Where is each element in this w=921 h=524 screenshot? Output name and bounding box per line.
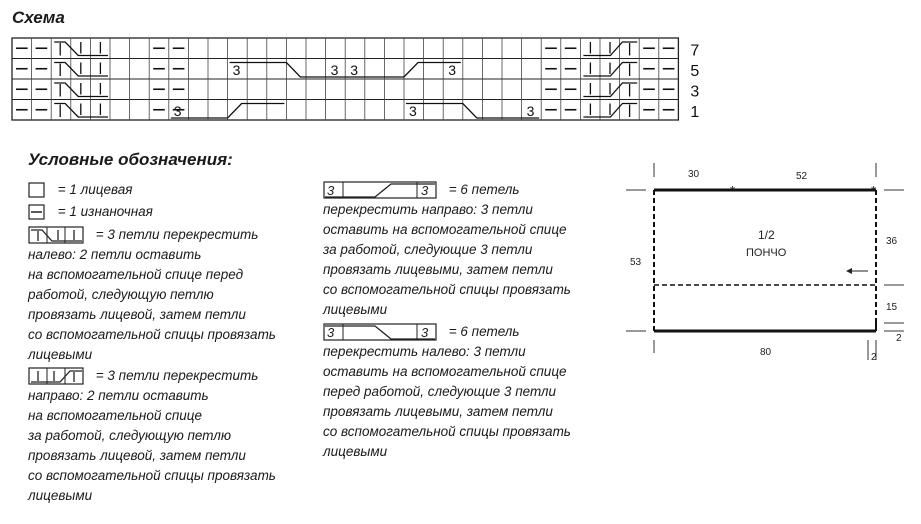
legend-text-line: провязать лицевыми, затем петли	[323, 404, 553, 419]
purl-symbol-icon	[28, 204, 45, 221]
legend-text-line: = 3 петли перекрестить	[95, 227, 259, 242]
knit-symbol-icon	[28, 182, 45, 199]
legend-text-line: на вспомогательной спице перед	[28, 267, 244, 282]
legend-item-cross-left-3: = 3 петли перекрестить налево: 2 петли о…	[28, 225, 276, 365]
legend-item-cross-right-3: = 3 петли перекрестить направо: 2 петли …	[28, 366, 276, 506]
dim-bottom: 80	[760, 347, 772, 358]
cross-right-3-mark	[583, 102, 638, 118]
cross-left-3-mark	[54, 102, 108, 118]
legend-title: Условные обозначения:	[28, 150, 233, 169]
legend-text-line: лицевыми	[28, 347, 93, 362]
svg-text:3: 3	[327, 325, 335, 340]
svg-text:3: 3	[421, 325, 429, 340]
schematic-dimension-lines	[626, 163, 904, 360]
cable-number-label: 3	[233, 62, 241, 78]
legend-text-line: перекрестить направо: 3 петли	[323, 202, 533, 217]
row-numbers: 7 5 3 1	[690, 43, 699, 122]
legend-text-line: перед работой, следующие 3 петли	[323, 384, 557, 399]
legend-text-line: оставить на вспомогательной спице	[323, 222, 567, 237]
cable-6-left-mark	[229, 61, 346, 78]
legend-item-knit: = 1 лицевая	[28, 180, 132, 200]
row-number-label: 1	[690, 104, 699, 121]
cable-number-label: 3	[331, 62, 339, 78]
legend-text-line: налево: 2 петли оставить	[28, 247, 202, 262]
dim-right-mid: 15	[886, 302, 898, 313]
chart-grid	[11, 37, 680, 121]
legend-text-line: = 3 петли перекрестить	[95, 368, 259, 383]
legend-text-line: провязать лицевой, затем петли	[28, 448, 246, 463]
legend-item-cross-left-6: 3 3 = 6 петель перекрестить налево: 3 пе…	[323, 322, 571, 462]
legend-text-line: со вспомогательной спицы провязать	[323, 424, 571, 439]
cross-right-6-symbol-icon: 3 3	[323, 181, 437, 200]
legend-text-knit: = 1 лицевая	[57, 182, 133, 197]
cable-6-right-mark	[345, 61, 461, 78]
legend-text-line: работой, следующую петлю	[28, 287, 214, 302]
poncho-label-fraction: 1/2	[758, 228, 775, 242]
cross-right-3-symbol-icon	[28, 367, 84, 386]
legend-text-line: лицевыми	[323, 302, 388, 317]
row-number-label: 5	[690, 63, 699, 80]
row-number-label: 3	[690, 84, 699, 101]
cable-6-left-mark	[406, 102, 540, 119]
dim-top-left: 30	[688, 169, 700, 180]
cable-number-label: 3	[448, 62, 456, 78]
cable-6-right-mark	[170, 102, 285, 119]
legend-text-line: провязать лицевыми, затем петли	[323, 262, 553, 277]
dim-bottom-small: 2	[871, 352, 877, 363]
legend-text-line: оставить на вспомогательной спице	[323, 364, 567, 379]
legend-text-purl: = 1 изнаночная	[57, 204, 153, 219]
asterisk-marker: *	[730, 183, 735, 198]
legend-text-line: = 6 петель	[448, 182, 520, 197]
cross-left-6-symbol-icon: 3 3	[323, 323, 437, 342]
cable-number-label: 3	[409, 103, 417, 119]
legend-text-line: лицевыми	[323, 444, 388, 459]
direction-arrow-icon	[846, 268, 868, 274]
cross-left-3-mark	[54, 82, 108, 98]
dim-top-right: 52	[796, 171, 808, 182]
svg-text:3: 3	[421, 183, 429, 198]
legend-item-purl: = 1 изнаночная	[28, 202, 153, 222]
chart-title: Схема	[12, 8, 65, 27]
cross-left-3-symbol-icon	[28, 226, 84, 245]
legend-text-line: провязать лицевой, затем петли	[28, 307, 246, 322]
legend-text-line: за работой, следующую петлю	[28, 428, 231, 443]
legend-text-line: со вспомогательной спицы провязать	[323, 282, 571, 297]
legend-text-line: на вспомогательной спице	[28, 408, 203, 423]
asterisk-marker: *	[871, 183, 876, 198]
legend-text-line: лицевыми	[28, 488, 93, 503]
cable-number-label: 3	[174, 103, 182, 119]
cable-number-label: 3	[350, 62, 358, 78]
poncho-label-name: ПОНЧО	[746, 247, 787, 259]
svg-text:3: 3	[327, 183, 335, 198]
legend-text-line: = 6 петель	[448, 324, 520, 339]
legend-text-line: перекрестить налево: 3 петли	[323, 344, 526, 359]
dim-right-bottom: 2	[896, 333, 902, 344]
dim-right-top: 36	[886, 236, 898, 247]
cross-right-3-mark	[583, 61, 638, 77]
legend-item-cross-right-6: 3 3 = 6 петель перекрестить направо: 3 п…	[323, 180, 571, 320]
dim-left: 53	[630, 257, 642, 268]
cable-number-label: 3	[527, 103, 535, 119]
poncho-schematic: * * 1/2 ПОНЧО 30 52 53 36 15 2 80 2	[626, 163, 904, 363]
legend-text-line: со вспомогательной спицы провязать	[28, 327, 276, 342]
cross-left-3-mark	[54, 61, 108, 77]
cross-left-3-mark	[54, 41, 108, 57]
legend-text-line: за работой, следующие 3 петли	[323, 242, 533, 257]
legend-text-line: направо: 2 петли оставить	[28, 388, 209, 403]
cross-right-3-mark	[583, 82, 638, 98]
cross-right-3-mark	[583, 41, 638, 57]
row-number-label: 7	[690, 43, 699, 60]
legend-text-line: со вспомогательной спицы провязать	[28, 468, 276, 483]
